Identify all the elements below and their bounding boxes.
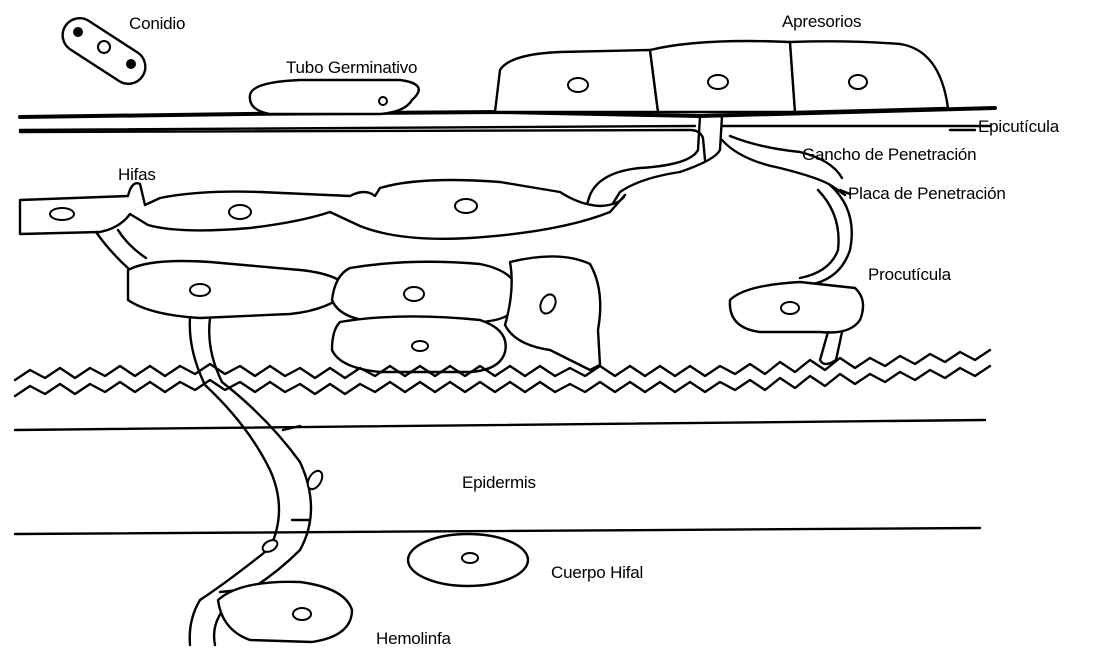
hyphal-body <box>408 534 528 586</box>
label-epidermis: Epidermis <box>462 473 536 492</box>
label-gancho: Gancho de Penetración <box>802 145 976 164</box>
germ-tube-nucleus <box>379 97 387 105</box>
label-procuticula: Procutícula <box>868 265 952 284</box>
label-epicuticula: Epicutícula <box>978 117 1060 136</box>
label-hemolinfa: Hemolinfa <box>376 629 451 648</box>
label-apresorios: Apresorios <box>782 12 861 31</box>
label-conidio: Conidio <box>129 14 185 33</box>
label-cuerpo-hifal: Cuerpo Hifal <box>551 563 643 582</box>
penetration-plate <box>800 185 852 285</box>
label-tubo-germinativo: Tubo Germinativo <box>286 58 417 77</box>
label-placa: Placa de Penetración <box>848 184 1006 203</box>
hyphae-middle <box>96 230 600 372</box>
label-hifas: Hifas <box>118 165 156 184</box>
procuticle-hyphal-cell <box>730 282 863 364</box>
germ-tube <box>250 80 419 114</box>
appressoria <box>495 41 948 112</box>
hyphae-upper <box>20 180 625 239</box>
